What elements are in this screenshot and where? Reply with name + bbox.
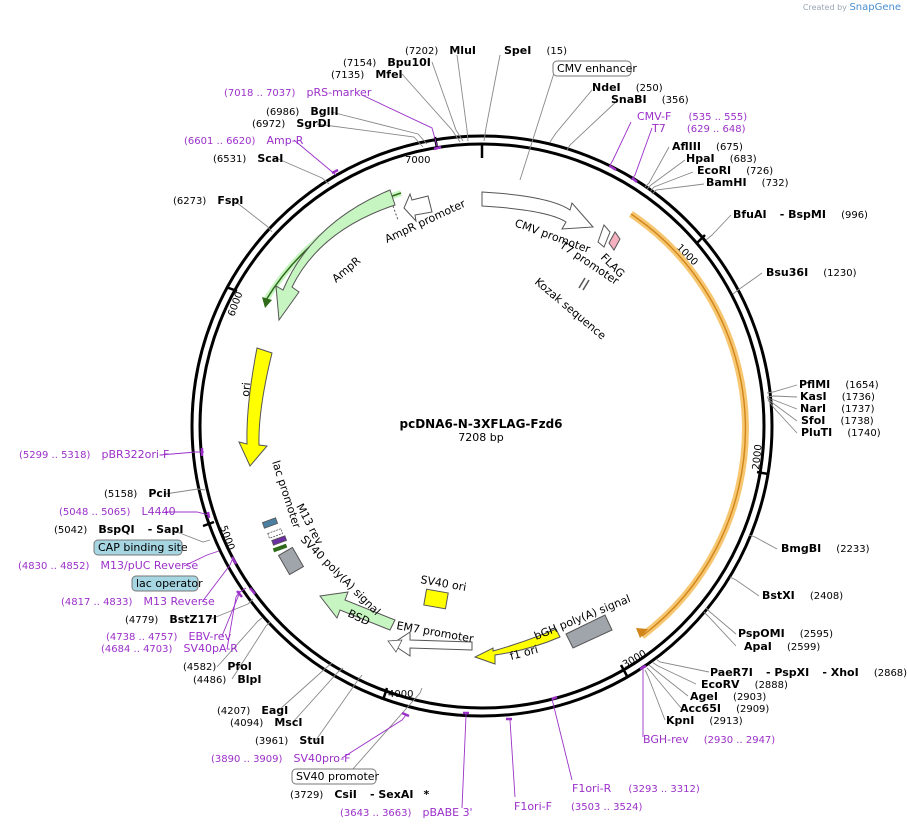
tick-7000: 7000 [405, 155, 430, 166]
site-msci: (4094) MscI [230, 711, 302, 730]
site-mlui: (7202) MluI [405, 39, 476, 58]
site-pcii: (5158) PciI [104, 482, 171, 501]
site-bamhi: BamHI (732) [706, 171, 789, 190]
primer-marks [200, 145, 647, 721]
site-pfoi: (4582) PfoI [183, 655, 252, 674]
snapgene-credit: Created by SnapGene [803, 2, 901, 13]
primer-bgh-rev: BGH-rev (2930 .. 2947) [643, 728, 775, 747]
site-ndei: NdeI (250) [592, 76, 663, 95]
fzd6-orf-arrowhead [636, 628, 648, 638]
cap-site-mark [261, 517, 279, 529]
plasmid-name: pcDNA6-N-3XFLAG-Fzd6 [399, 417, 562, 431]
ori-label: ori [239, 382, 253, 397]
primer-pbabe3: (3643 .. 3663) pBABE 3' [340, 801, 473, 820]
lac-operator-mark [267, 528, 284, 539]
em7-promoter-arrow [391, 631, 473, 657]
cap-site-label: CAP binding site [98, 541, 188, 554]
primer-pbr322ori-f: (5299 .. 5318) pBR322ori-F [19, 443, 169, 462]
snapgene-logo: SnapGene [849, 2, 901, 13]
site-pflmi: PflMI (1654) [799, 373, 879, 392]
site-kasi: KasI (1736) [800, 385, 875, 404]
site-stui: (3961) StuI [255, 729, 324, 748]
flag-feature [608, 231, 621, 251]
f1-ori-arrow [473, 628, 561, 665]
cmv-promoter-arrow [481, 191, 595, 230]
tick-6000: 6000 [226, 290, 245, 318]
site-bsu36i: Bsu36I (1230) [766, 261, 857, 280]
m13-rev-mark [271, 535, 288, 546]
sv40-polya-box [277, 546, 305, 576]
site-bspqi: (5042) BspQI - SapI [54, 518, 183, 537]
restriction-sites: (7202) MluI SpeI (15) (7154) Bpu10I (713… [54, 39, 907, 802]
site-bfuai: BfuAI - BspMI (996) [733, 203, 868, 222]
site-bpu10i: (7154) Bpu10I [343, 51, 431, 70]
site-agei: AgeI (2903) [690, 685, 766, 704]
kozak-mark [578, 277, 586, 289]
primer-cmv-f: CMV-F (535 .. 555) [637, 105, 747, 124]
credit-prefix: Created by [802, 3, 847, 12]
ampr-arrow [275, 189, 396, 322]
primer-m13-reverse: (4817 .. 4833) M13 Reverse [61, 590, 215, 609]
primer-m13-puc-rev: (4830 .. 4852) M13/pUC Reverse [18, 554, 198, 573]
site-eagi: (4207) EagI [217, 699, 288, 718]
site-pluti: PluTI (1740) [801, 421, 881, 440]
sv40-ori-box [423, 588, 449, 610]
boxed-labels: CMV enhancer CAP binding site lac operat… [93, 60, 637, 785]
primer-amp-r: (6601 .. 6620) Amp-R [184, 129, 304, 148]
site-bglii: (6986) BglII [266, 100, 339, 119]
site-hpai: HpaI (683) [686, 147, 757, 166]
site-bmgbi: BmgBI (2233) [781, 537, 870, 556]
primers: (7018 .. 7037) pRS-marker (6601 .. 6620)… [18, 81, 775, 820]
lac-operator-label: lac operator [136, 577, 203, 590]
site-blpi: (4486) BlpI [193, 668, 261, 687]
primer-sv40pa-r: (4684 .. 4703) SV40pA-R [101, 637, 238, 656]
kozak-label: Kozak sequence [532, 275, 609, 342]
tick-4000: 4000 [388, 689, 413, 700]
fzd6-orf-arc [629, 211, 749, 639]
ampr-label: AmpR [330, 254, 364, 285]
primer-l4440: (5048 .. 5065) L4440 [59, 500, 176, 519]
plasmid-size: 7208 bp [458, 431, 503, 444]
site-spei: SpeI (15) [504, 39, 567, 58]
sv40-promoter-label: SV40 promoter [296, 770, 380, 783]
site-acc65i: Acc65I (2909) [680, 697, 769, 716]
site-paer7i: PaeR7I - PspXI - XhoI (2868) [710, 661, 907, 680]
site-fspi: (6273) FspI [173, 189, 243, 208]
site-ecorv: EcoRV (2888) [701, 673, 788, 692]
primer-prs-marker: (7018 .. 7037) pRS-marker [224, 81, 372, 100]
site-csii: (3729) CsiI - SexAI * [290, 783, 430, 802]
site-afliii: AflIII (675) [672, 135, 743, 154]
site-scai: (6531) ScaI [213, 147, 283, 166]
site-snabi: SnaBI (356) [611, 88, 689, 107]
bsd-arrow [319, 591, 396, 631]
site-leaders [164, 54, 798, 779]
lac-promoter-mark [272, 543, 288, 553]
ampr-promoter-arrow [403, 192, 433, 223]
backbone [190, 134, 774, 718]
t7-promoter-arrow [597, 224, 611, 248]
site-sfoi: SfoI (1738) [801, 409, 874, 428]
primer-sv40pro-f: (3890 .. 3909) SV40pro-F [211, 747, 351, 766]
site-apai: ApaI (2599) [744, 635, 820, 654]
primer-f1ori-f: F1ori-F (3503 .. 3524) [514, 795, 643, 814]
fzd6-orf-line [630, 213, 747, 637]
ampr-outer-arrowhead [262, 297, 272, 308]
bgh-polya-box [565, 614, 613, 649]
site-ecori: EcoRI (726) [697, 159, 773, 178]
primer-ebv-rev: (4738 .. 4757) EBV-rev [106, 625, 232, 644]
site-kpni: KpnI (2913) [666, 709, 743, 728]
site-nari: NarI (1737) [800, 397, 875, 416]
ori-arrow [238, 347, 273, 467]
cmv-enhancer-label: CMV enhancer [557, 62, 637, 75]
site-pspomi: PspOMI (2595) [738, 622, 833, 641]
site-bstxi: BstXI (2408) [762, 584, 843, 603]
primer-f1ori-r: F1ori-R (3293 .. 3312) [572, 777, 700, 796]
primer-t7: T7 (629 .. 648) [651, 117, 746, 136]
tick-2000: 2000 [751, 444, 765, 470]
site-bstz17i: (4779) BstZ17I [125, 608, 217, 627]
site-sgrdi: (6972) SgrDI [252, 112, 331, 131]
site-mfei: (7135) MfeI [331, 63, 403, 82]
